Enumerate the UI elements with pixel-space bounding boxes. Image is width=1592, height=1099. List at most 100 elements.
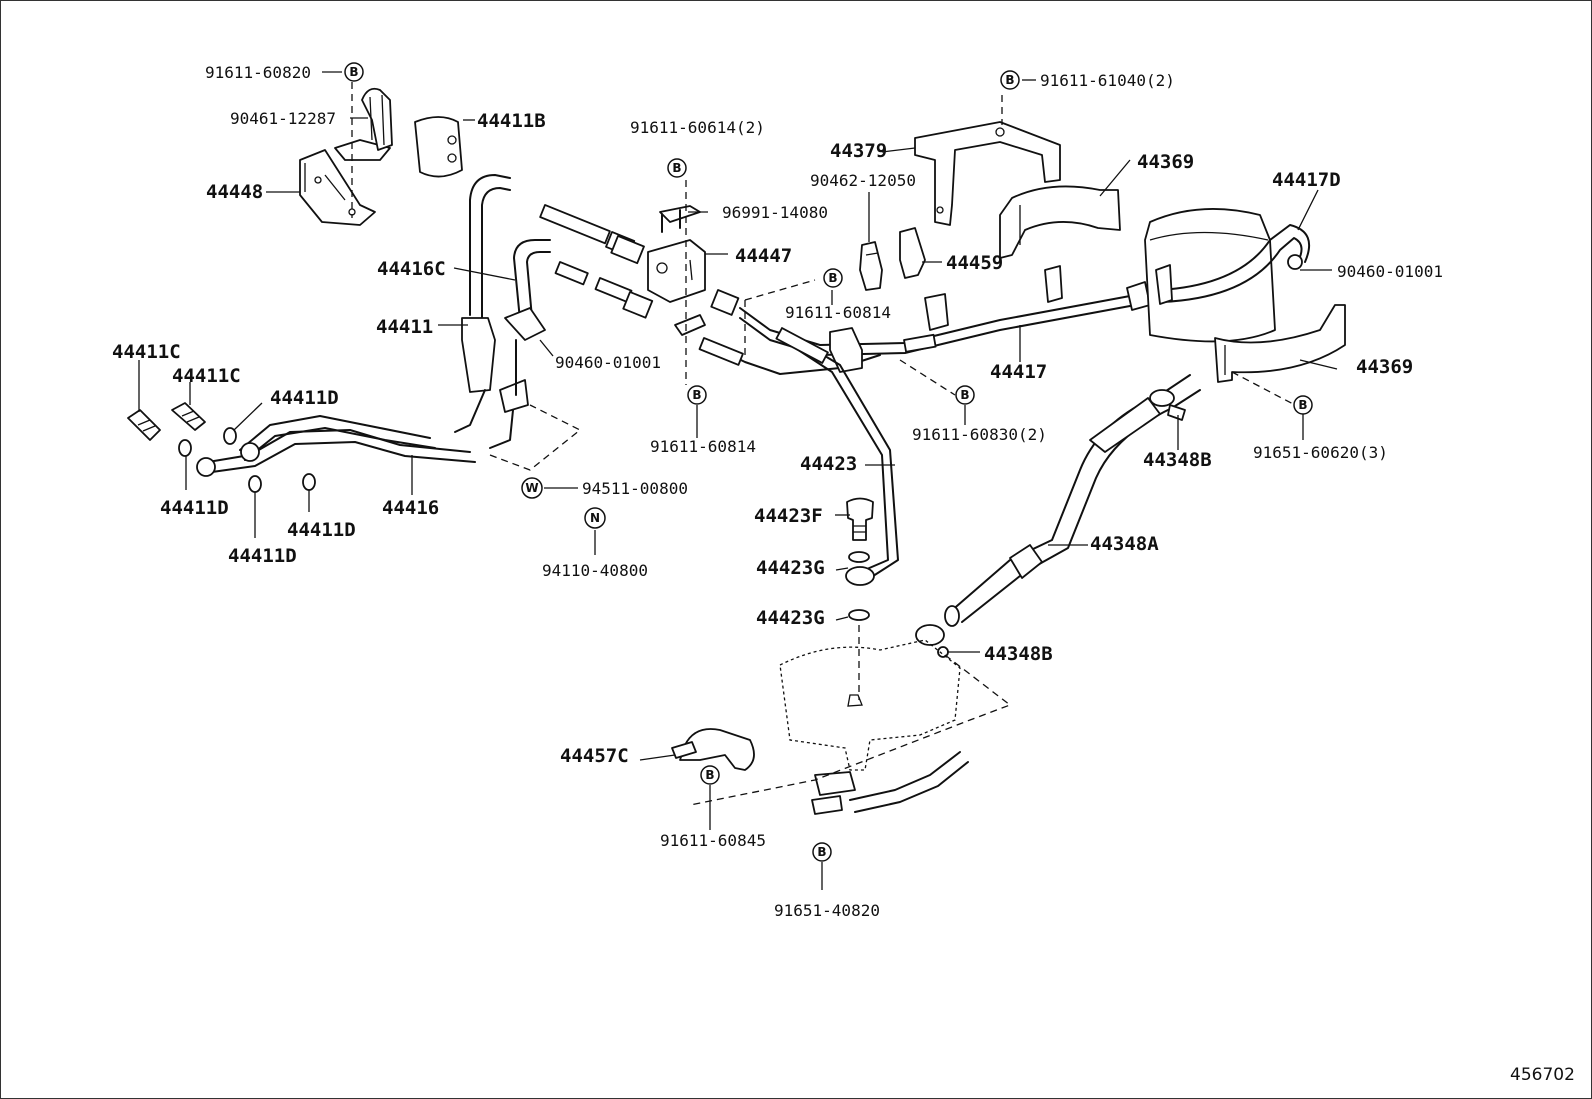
label-44457C: 44457C: [560, 745, 629, 767]
bolt-44411C-a: [127, 409, 161, 441]
marker-bolt-91651-60620: B: [1293, 395, 1313, 415]
marker-bolt-91611-60845: B: [700, 765, 720, 785]
label-44416C: 44416C: [377, 258, 446, 280]
marker-bolt-91651-40820: B: [812, 842, 832, 862]
bracket-44447: [647, 239, 706, 303]
svg-text:B: B: [1298, 398, 1307, 412]
label-90462-12050: 90462-12050: [810, 171, 916, 190]
label-44447: 44447: [735, 245, 792, 267]
label-44411D-a: 44411D: [270, 387, 339, 409]
washer-44411D-d: [302, 473, 316, 491]
band-44369-lower: [1214, 304, 1346, 383]
washer-44411D-a: [178, 439, 192, 457]
label-44369-b: 44369: [1356, 356, 1413, 378]
clip-90462-12050: [859, 241, 883, 291]
label-44369-a: 44369: [1137, 151, 1194, 173]
svg-text:N: N: [590, 511, 600, 525]
tube-44411: [461, 174, 511, 393]
hose-44348A: [944, 374, 1201, 627]
label-44411D-b: 44411D: [160, 497, 229, 519]
marker-bolt-91611-60814-a: B: [823, 268, 843, 288]
leader-dash-5: [1231, 371, 1296, 406]
label-44411B: 44411B: [477, 110, 546, 132]
label-91611-60820: 91611-60820: [205, 63, 311, 82]
marker-bolt-91611-60814-b: B: [687, 385, 707, 405]
label-44423: 44423: [800, 453, 857, 475]
label-91611-60614: 91611-60614(2): [630, 118, 765, 137]
label-91611-60814-a: 91611-60814: [785, 303, 891, 322]
reference-number: 456702: [1510, 1065, 1575, 1085]
label-96991-14080: 96991-14080: [722, 203, 828, 222]
clamp-90461-12287: [334, 87, 393, 161]
label-90460-01001-a: 90460-01001: [555, 353, 661, 372]
svg-text:B: B: [828, 271, 837, 285]
hose-44417D: [1155, 224, 1310, 305]
clip-96991-14080: [659, 205, 701, 233]
label-44417D: 44417D: [1272, 169, 1341, 191]
label-91611-60830: 91611-60830(2): [912, 425, 1047, 444]
label-91651-60620: 91651-60620(3): [1253, 443, 1388, 462]
bracket-44457C: [671, 728, 755, 771]
bolt-44423F: [846, 497, 874, 541]
canister: [1144, 208, 1276, 343]
tube-44417: [698, 265, 1151, 375]
label-44417: 44417: [990, 361, 1047, 383]
bracket-44379: [914, 121, 1061, 226]
label-91611-60845: 91611-60845: [660, 831, 766, 850]
part-labels: 91611-60820 90461-12287 44411B 44448 916…: [112, 63, 1443, 920]
label-94511-00800: 94511-00800: [582, 479, 688, 498]
label-44411D-c: 44411D: [287, 519, 356, 541]
label-44448: 44448: [206, 181, 263, 203]
hose-44416C: [504, 239, 551, 341]
marker-washer-94511-00800: W: [521, 477, 543, 499]
union-fittings: [610, 235, 740, 336]
label-44459: 44459: [946, 252, 1003, 274]
label-90461-12287: 90461-12287: [230, 109, 336, 128]
label-44411C-b: 44411C: [172, 365, 241, 387]
label-94110-40800: 94110-40800: [542, 561, 648, 580]
svg-text:B: B: [960, 388, 969, 402]
filler-pipe-lower: [689, 654, 1012, 815]
svg-text:B: B: [1005, 73, 1014, 87]
marker-nut-94110-40800: N: [584, 507, 606, 529]
label-44411C-a: 44411C: [112, 341, 181, 363]
label-44423F: 44423F: [754, 505, 823, 527]
bolt-44411C-b: [171, 402, 206, 431]
marker-bolt-91611-60614: B: [667, 158, 687, 178]
cushion-44411B: [414, 116, 463, 178]
band-44369-upper: [999, 185, 1121, 259]
label-44348B-a: 44348B: [1143, 449, 1212, 471]
label-91651-40820: 91651-40820: [774, 901, 880, 920]
washer-44411D-c: [248, 475, 262, 493]
marker-bolt-91611-60820: B: [344, 62, 364, 82]
bracket-44448: [299, 149, 376, 226]
label-44411: 44411: [376, 316, 433, 338]
svg-text:B: B: [817, 845, 826, 859]
svg-text:B: B: [692, 388, 701, 402]
label-44348A: 44348A: [1090, 533, 1159, 555]
clamp-44348B-a: [1149, 389, 1186, 421]
fuel-tank-outline: [779, 625, 961, 771]
leader-lines: [138, 71, 1338, 890]
label-91611-60814-b: 91611-60814: [650, 437, 756, 456]
gasket-44423G-b: [848, 609, 870, 621]
clip-44459: [899, 227, 926, 279]
label-44423G-a: 44423G: [756, 557, 825, 579]
marker-bolt-91611-61040: B: [1000, 70, 1020, 90]
tube-44423: [775, 327, 899, 586]
bracket-94511: [489, 339, 582, 471]
washer-44411D-b: [223, 427, 237, 445]
svg-text:B: B: [672, 161, 681, 175]
label-44411D-d: 44411D: [228, 545, 297, 567]
leader-dash-3: [744, 279, 816, 355]
label-44348B-b: 44348B: [984, 643, 1053, 665]
gasket-44423G-a: [848, 551, 870, 563]
label-44379: 44379: [830, 140, 887, 162]
svg-text:B: B: [349, 65, 358, 79]
tube-44416: [196, 389, 516, 477]
label-44423G-b: 44423G: [756, 607, 825, 629]
label-91611-61040: 91611-61040(2): [1040, 71, 1175, 90]
label-90460-01001-b: 90460-01001: [1337, 262, 1443, 281]
svg-text:W: W: [525, 481, 538, 495]
